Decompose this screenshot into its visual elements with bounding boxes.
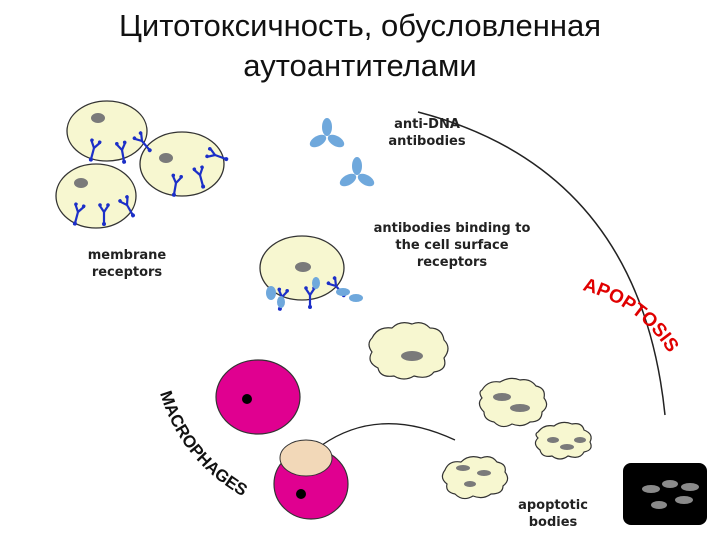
pathway-arc [417, 111, 666, 416]
binding-label-line3: receptors [416, 255, 488, 270]
apoptotic-label-line1: apoptotic [518, 498, 588, 513]
page-title: Цитотоксичность, обусловленная аутоантит… [0, 6, 720, 86]
apoptotic-label-line2: bodies [528, 515, 578, 530]
binding-label-line1: antibodies binding to [373, 221, 531, 236]
membrane-receptors-label: membrane receptors [72, 247, 182, 281]
apoptotic-cell-4 [441, 456, 509, 500]
anti-dna-label: anti-DNA antibodies [372, 116, 482, 150]
apoptotic-cell-3 [534, 421, 592, 460]
cell-binding [259, 235, 345, 301]
macrophage-1 [215, 359, 301, 435]
cell-left [55, 163, 137, 229]
free-antibody-2 [337, 157, 377, 189]
macrophage-2 [273, 439, 349, 520]
title-line-1: Цитотоксичность, обусловленная [118, 8, 602, 43]
cell-top-left [66, 100, 148, 162]
apoptotic-cell-1 [368, 322, 449, 380]
engulf-arc [321, 423, 456, 446]
anti-dna-label-line1: anti-DNA [394, 117, 460, 132]
free-antibody-1 [307, 118, 347, 150]
apoptotic-bodies-panel [623, 463, 707, 525]
bound-antibodies-group [266, 274, 363, 313]
apoptosis-label: APOPTOSIS [581, 275, 683, 357]
binding-label-line2: the cell surface [395, 238, 509, 253]
title-line-2: аутоантителами [243, 48, 477, 83]
apoptotic-bodies-label: apoptotic bodies [498, 497, 608, 531]
membrane-label-line2: receptors [91, 265, 163, 280]
membrane-label-line1: membrane [87, 248, 167, 263]
cell-top-right [139, 131, 225, 197]
anti-dna-label-line2: antibodies [388, 134, 466, 149]
apoptotic-cell-2 [478, 377, 548, 428]
binding-label: antibodies binding to the cell surface r… [362, 220, 542, 271]
